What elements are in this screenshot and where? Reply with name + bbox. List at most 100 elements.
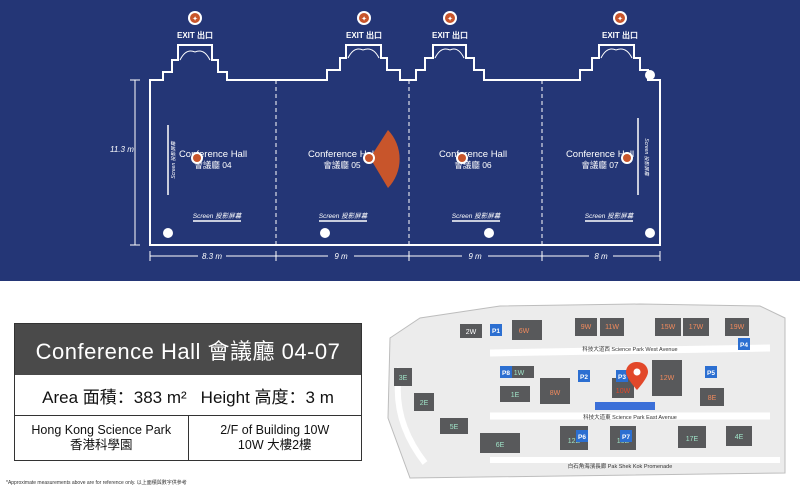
building-cell: 2/F of Building 10W 10W 大樓2樓 (187, 416, 362, 460)
width-label: 8 m (594, 252, 608, 261)
building (500, 386, 530, 402)
parking-icon (490, 324, 502, 336)
width-label: 9 m (468, 252, 482, 261)
site-map-drawing: 科技大道西 Science Park West Avenue 科技大道東 Sci… (380, 298, 795, 483)
building (612, 378, 634, 398)
info-card: Conference Hall 會議廳 04-07 Area 面積：383 m²… (14, 323, 362, 461)
building-label: 4E (735, 434, 744, 441)
hall-name: Conference Hall (179, 149, 247, 160)
parking-icon (500, 366, 512, 378)
parking-icon (578, 370, 590, 382)
building (683, 318, 709, 336)
door-arc (179, 50, 211, 61)
hall-number: 會議廳 06 (454, 160, 492, 170)
column (484, 228, 494, 238)
hall-number: 會議廳 07 (581, 160, 619, 170)
parking-icon (620, 430, 632, 442)
road-label: 科技大道東 Science Park East Avenue (583, 413, 677, 421)
location-icon (456, 152, 468, 164)
parking-label: P5 (707, 370, 715, 377)
building-label: 6E (496, 442, 505, 449)
building (655, 318, 681, 336)
specs-row: Area 面積：383 m² Height 高度：3 m (15, 375, 361, 416)
svg-text:✦: ✦ (361, 15, 367, 23)
svg-text:✦: ✦ (447, 15, 453, 23)
parking-icon (576, 430, 588, 442)
location-icon (621, 152, 633, 164)
building-label: 5E (450, 424, 459, 431)
width-label: 8.3 m (202, 252, 222, 261)
screen-label: Screen 投影屏幕 (585, 212, 635, 220)
building-label: 11W (605, 324, 619, 331)
exit-label: EXIT 出口 (177, 30, 213, 40)
footnote: *Approximate measurements above are for … (6, 480, 187, 486)
hall-name: Conference Hall (566, 149, 634, 160)
exit-icon: ✦ (443, 11, 457, 25)
location-row: Hong Kong Science Park 香港科學園 2/F of Buil… (15, 416, 361, 460)
building (414, 393, 434, 411)
road-label: 白石角海濱長廊 Pak Shek Kok Promenade (568, 462, 673, 470)
building-label: 19W (730, 324, 745, 331)
building (652, 360, 682, 396)
building (600, 318, 624, 336)
building-label: 2W (466, 329, 477, 336)
exit-label: EXIT 出口 (432, 30, 468, 40)
building (575, 318, 597, 336)
screen-label: Screen 投影屏幕 (193, 212, 243, 220)
road-label: 科技大道西 Science Park West Avenue (582, 345, 677, 353)
side-screen-label: Screen 投影屏幕 (170, 140, 177, 178)
location-cell: Hong Kong Science Park 香港科學園 (15, 416, 188, 460)
building (725, 318, 749, 336)
hall-number: 會議廳 05 (323, 160, 361, 170)
site-map: 科技大道西 Science Park West Avenue 科技大道東 Sci… (380, 298, 795, 488)
building-label: 12E (568, 438, 581, 445)
building-cn: 10W 大樓2樓 (237, 438, 312, 452)
building (540, 378, 570, 404)
parking-label: P3 (618, 374, 626, 381)
building-label: 1W (514, 370, 525, 377)
parking-label: P8 (502, 370, 510, 377)
building-en: 2/F of Building 10W (220, 423, 330, 437)
location-en: Hong Kong Science Park (31, 423, 172, 437)
parking-icon (738, 338, 750, 350)
column (645, 70, 655, 80)
width-label: 9 m (334, 252, 348, 261)
building-label: 6W (519, 328, 530, 335)
parking-icon (705, 366, 717, 378)
column (163, 228, 173, 238)
svg-text:✦: ✦ (617, 15, 623, 23)
hall-outline (149, 44, 661, 246)
building-label: 9W (581, 324, 592, 331)
stage-marker (370, 130, 400, 188)
exit-icon: ✦ (188, 11, 202, 25)
building (460, 324, 482, 338)
building-label: 17W (689, 324, 704, 331)
exit-label: EXIT 出口 (602, 30, 638, 40)
venue-title: Conference Hall 會議廳 04-07 (15, 324, 361, 375)
hall-number: 會議廳 04 (194, 160, 232, 170)
building-label: 2E (420, 400, 429, 407)
building-label: 10W (616, 388, 631, 395)
location-icon (363, 152, 375, 164)
building (440, 418, 468, 434)
parking-label: P1 (492, 328, 500, 335)
column (320, 228, 330, 238)
floor-plan-drawing: ✦ ✦ ✦ ✦ EXIT 出口 EXIT 出口 EXIT 出口 EXIT 出口 … (110, 11, 661, 261)
door-arc (347, 48, 380, 59)
road (489, 344, 771, 357)
building-label: 12W (660, 375, 675, 382)
building (726, 426, 752, 446)
parking-icon (616, 370, 628, 382)
parking-label: P6 (578, 434, 586, 441)
hall-name: Conference Hall (439, 149, 507, 160)
building (678, 426, 706, 448)
building-label: 8E (708, 395, 717, 402)
location-icon (191, 152, 203, 164)
screen-label: Screen 投影屏幕 (319, 212, 369, 220)
exit-icon: ✦ (613, 11, 627, 25)
column (645, 228, 655, 238)
exit-label: EXIT 出口 (346, 30, 382, 40)
door-arc (434, 48, 465, 59)
building-label: 1E (511, 392, 520, 399)
door-arc (600, 48, 633, 59)
